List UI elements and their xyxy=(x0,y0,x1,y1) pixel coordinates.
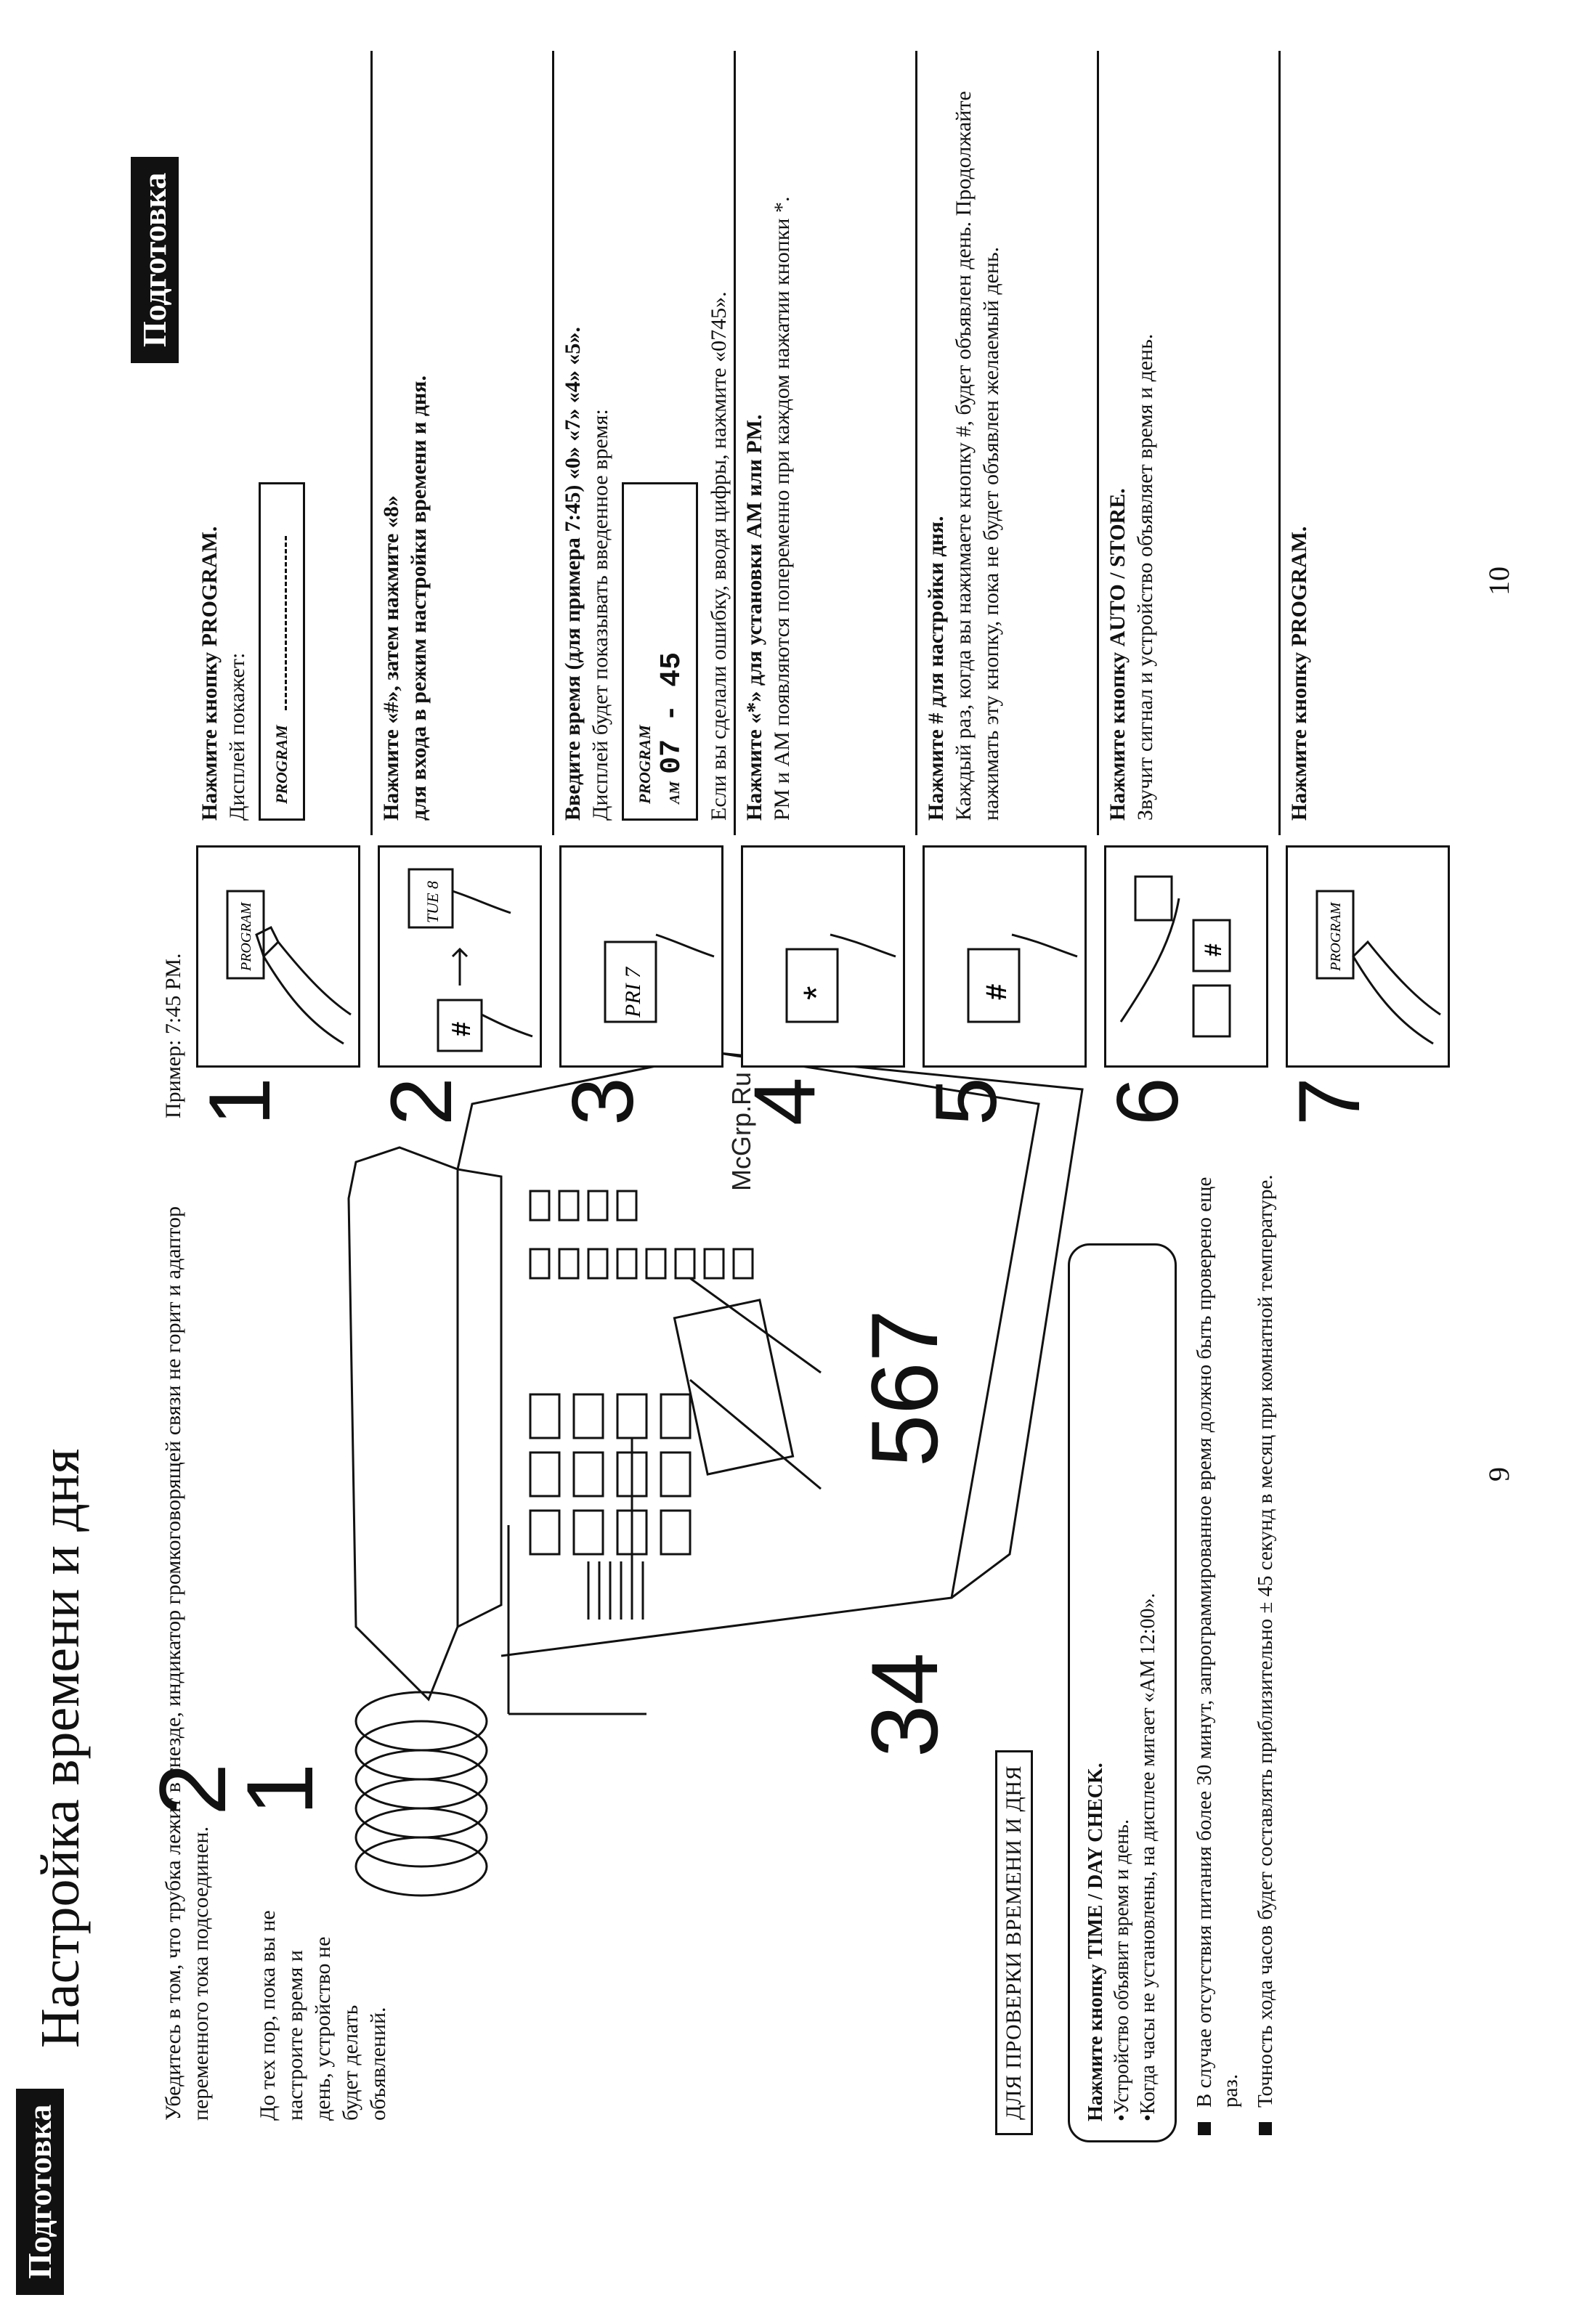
note-text: До тех пор, пока вы не настроите время и… xyxy=(256,1910,390,2121)
svg-text:TUE 8: TUE 8 xyxy=(423,881,442,923)
step-number: 2 xyxy=(373,1077,470,1126)
page-title: Настройка времени и дня xyxy=(30,1448,91,2048)
left-header: Подготовка xyxy=(16,2088,64,2295)
notes-list: В случае отсутствия питания более 30 мин… xyxy=(1191,1155,1287,2135)
page-number-right: 10 xyxy=(1483,566,1515,596)
step-number: 3 xyxy=(554,1077,652,1126)
step-text: Нажмите # для настройки дня. Каждый раз,… xyxy=(924,91,1003,821)
step-number: 6 xyxy=(1099,1077,1196,1126)
hash-button-illustration: # xyxy=(923,845,1087,1068)
check-line-2: •Устройство объявит время и день. xyxy=(1111,1819,1133,2121)
note-item: Точность хода часов будет составлять при… xyxy=(1252,1155,1278,2135)
page-number-left: 9 xyxy=(1483,1467,1515,1482)
step-4: 4 * Нажмите «*» для установки AM или PM.… xyxy=(736,51,915,1126)
svg-text:PROGRAM: PROGRAM xyxy=(238,901,254,972)
svg-text:#: # xyxy=(446,1022,476,1036)
program-button-illustration: PROGRAM xyxy=(1286,845,1450,1068)
step-5: 5 # Нажмите # для настройки дня. Каждый … xyxy=(917,51,1097,1126)
step-number: 1 xyxy=(191,1077,288,1126)
step-text: Нажмите кнопку AUTO / STORE. Звучит сигн… xyxy=(1106,333,1157,821)
callout-567: 567 xyxy=(851,1309,957,1467)
auto-store-button-illustration: # xyxy=(1104,845,1268,1068)
hash-then-8-illustration: # TUE 8 xyxy=(378,845,542,1068)
note-item: В случае отсутствия питания более 30 мин… xyxy=(1191,1155,1244,2135)
step-text: Введите время (для примера 7:45) «0» «7»… xyxy=(561,291,731,821)
star-button-illustration: * xyxy=(741,845,905,1068)
step-number: 4 xyxy=(736,1077,833,1126)
step-text: Нажмите кнопку PROGRAM. Дисплей покажет:… xyxy=(196,65,312,821)
check-box: Нажмите кнопку TIME / DAY CHECK. •Устрой… xyxy=(1068,1243,1177,2142)
program-button-illustration: PROGRAM xyxy=(196,845,360,1068)
intro-text: Убедитесь в том, что трубка лежит в гнез… xyxy=(161,1206,213,2121)
svg-text:*: * xyxy=(796,986,837,1000)
callout-2: 2 xyxy=(139,1763,246,1816)
svg-text:#: # xyxy=(981,984,1013,1000)
callout-1: 1 xyxy=(227,1763,333,1816)
callout-34: 34 xyxy=(851,1652,957,1758)
svg-text:PRI 7: PRI 7 xyxy=(621,966,645,1018)
svg-text:#: # xyxy=(1200,943,1226,956)
lcd-display: PROGRAM xyxy=(259,482,305,821)
phone-illustration xyxy=(347,1052,1084,1897)
bullet-icon xyxy=(1259,2122,1272,2135)
right-header: Подготовка xyxy=(131,156,179,363)
step-number: 7 xyxy=(1281,1077,1378,1126)
step-6: 6 # Нажмите кнопку AUTO / STORE. Звучит … xyxy=(1099,51,1278,1126)
bullet-icon xyxy=(1198,2122,1211,2135)
check-line-3: •Когда часы не установлены, на дисплее м… xyxy=(1137,1593,1159,2121)
step-number: 5 xyxy=(917,1077,1015,1126)
check-header: ДЛЯ ПРОВЕРКИ ВРЕМЕНИ И ДНЯ xyxy=(995,1750,1033,2135)
step-text: Нажмите «#», затем нажмите «8» для входа… xyxy=(379,375,431,821)
step-text: Нажмите кнопку PROGRAM. xyxy=(1287,526,1311,821)
digit-7-illustration: PRI 7 xyxy=(559,845,723,1068)
example-text: Пример: 7:45 PM. xyxy=(161,953,185,1118)
step-2: 2 # TUE 8 Нажмите «#», затем нажмите «8»… xyxy=(373,51,552,1126)
step-7: 7 PROGRAM Нажмите кнопку PROGRAM. xyxy=(1281,51,1460,1126)
handset-cord-icon xyxy=(354,1691,488,1897)
svg-text:PROGRAM: PROGRAM xyxy=(1328,901,1344,972)
step-1: 1 PROGRAM Нажмите кнопку PROGRAM. Диспле… xyxy=(191,51,370,1126)
check-line-1: Нажмите кнопку TIME / DAY CHECK. xyxy=(1084,1763,1107,2121)
step-text: Нажмите «*» для установки AM или PM. PM … xyxy=(742,196,794,821)
step-3: 3 PRI 7 Введите время (для примера 7:45)… xyxy=(554,51,777,1126)
